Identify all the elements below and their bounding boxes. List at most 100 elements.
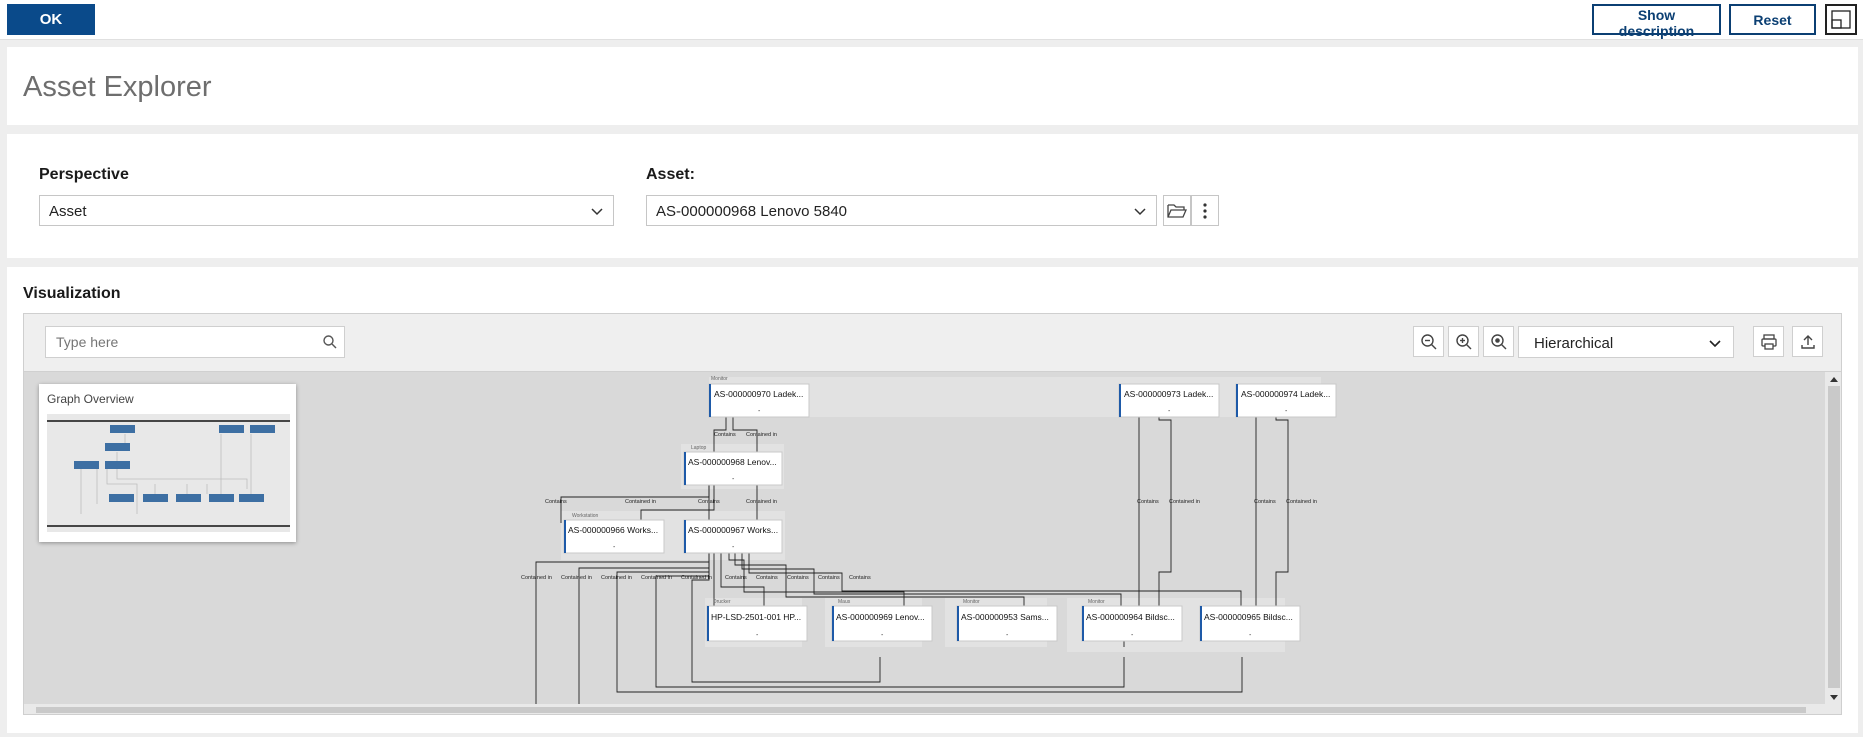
edge [748,550,1242,606]
graph-node[interactable]: AS-000000974 Ladek... - [1235,383,1337,418]
node-label: AS-000000967 Works... [688,525,778,535]
edge [578,550,710,704]
graph-canvas[interactable]: Contains Contained in Contains Contained… [24,372,1841,714]
search-icon[interactable] [322,334,338,350]
node-group-label: Maus [838,599,851,605]
visualization-label: Visualization [23,285,121,302]
scroll-up-icon[interactable] [1829,375,1839,383]
graph-node[interactable]: Monitor AS-000000953 Sams... - [956,599,1058,642]
perspective-label: Perspective [39,166,129,183]
node-group-label: Drucker [713,599,731,605]
page-title: Asset Explorer [23,71,212,103]
zoom-in-icon [1455,333,1471,349]
graph-search-input[interactable] [46,327,306,357]
edge-label-contains: Contains [787,575,809,581]
graph-overview[interactable]: Graph Overview [39,384,296,542]
perspective-value: Asset [49,203,87,220]
node-group-label: Workstation [572,513,599,519]
asset-value: AS-000000968 Lenovo 5840 [656,203,848,220]
horizontal-scrollbar[interactable] [24,704,1825,714]
edge-label-contained-in: Contained in [521,575,552,581]
visualization-toolbar: Hierarchical [24,314,1841,372]
edge-label-contained-in: Contained in [1286,499,1317,505]
edge-label-contained-in: Contained in [625,499,656,505]
layout-select[interactable]: Hierarchical [1518,326,1734,358]
asset-label: Asset: [646,166,695,183]
chevron-down-icon [1134,208,1146,216]
graph-node[interactable]: Drucker HP-LSD-2501-001 HP... - [706,599,808,642]
vertical-scroll-thumb[interactable] [1828,386,1840,688]
edge [640,482,715,520]
graph-node[interactable]: Workstation AS-000000966 Works... - [563,513,665,554]
node-value: - [756,632,759,639]
zoom-in-button[interactable] [1448,326,1479,357]
edge [732,412,758,452]
reset-button[interactable]: Reset [1729,4,1816,35]
edge-labels: Contains Contained in Contains Contained… [521,432,1317,581]
edge-label-contained-in: Contained in [641,575,672,581]
zoom-out-button[interactable] [1413,326,1444,357]
node-value: - [1285,408,1288,415]
node-value: - [1168,408,1171,415]
node-label: AS-000000965 Bildsc... [1204,612,1293,622]
show-description-button[interactable]: Show description [1592,4,1721,39]
print-button[interactable] [1753,326,1784,357]
node-label: HP-LSD-2501-001 HP... [711,612,801,622]
graph-node[interactable]: Maus AS-000000969 Lenov... - [831,599,933,642]
edge-label-contained-in: Contained in [561,575,592,581]
edge-label-contains: Contains [698,499,720,505]
node-value: - [1131,632,1134,639]
graph-node[interactable]: Monitor AS-000000970 Ladek... - [708,376,810,418]
graph-node[interactable]: AS-000000965 Bildsc... - [1199,605,1301,642]
panel-layout-icon [1831,10,1851,29]
vertical-scrollbar[interactable] [1825,372,1841,714]
edge-label-contains: Contains [1254,499,1276,505]
node-label: AS-000000970 Ladek... [714,389,803,399]
layout-value: Hierarchical [1534,335,1614,352]
edge-label-contained-in: Contained in [1169,499,1200,505]
more-options-button[interactable] [1191,195,1219,226]
horizontal-scroll-thumb[interactable] [36,707,1806,713]
graph-node[interactable]: AS-000000973 Ladek... - [1118,383,1220,418]
edge-label-contains: Contains [818,575,840,581]
top-toolbar: OK Show description Reset [0,0,1863,40]
edge [691,550,881,683]
node-group-label: Monitor [711,376,728,382]
asset-select[interactable]: AS-000000968 Lenovo 5840 [646,195,1157,226]
node-group-label: Laptop [691,445,707,451]
perspective-select[interactable]: Asset [39,195,614,226]
edge-label-contained-in: Contained in [601,575,632,581]
node-value: - [1006,632,1009,639]
edge [1158,412,1172,606]
graph-svg: Contains Contained in Contains Contained… [521,376,1337,704]
edge [535,550,710,704]
edge-label-contains: Contains [1137,499,1159,505]
edge [741,550,1122,606]
browse-asset-button[interactable] [1163,195,1191,226]
ok-button[interactable]: OK [7,4,95,35]
visualization-frame: Hierarchical [23,313,1842,715]
node-value: - [732,476,735,483]
visualization-card: Visualization [7,267,1858,733]
chevron-down-icon [591,208,603,216]
edge [1275,412,1289,606]
zoom-fit-button[interactable] [1483,326,1514,357]
more-vertical-icon [1203,202,1207,219]
panel-toggle-button[interactable] [1825,4,1857,35]
graph-node[interactable]: Monitor AS-000000964 Bildsc... - [1081,599,1183,642]
node-group-label: Monitor [963,599,980,605]
node-value: - [1249,632,1252,639]
node-value: - [881,632,884,639]
graph-node[interactable]: Laptop AS-000000968 Lenov... - [683,445,783,486]
edge [734,550,1025,606]
scroll-down-icon[interactable] [1829,694,1839,702]
filter-card: Perspective Asset Asset: AS-000000968 Le… [7,134,1858,258]
graph-node[interactable]: AS-000000967 Works... - [683,519,783,554]
export-button[interactable] [1792,326,1823,357]
graph-search [45,326,345,358]
overview-minimap [47,414,290,532]
node-group-label: Monitor [1088,599,1105,605]
upload-icon [1800,334,1815,349]
edge-label-contained-in: Contained in [746,432,777,438]
graph-overview-title: Graph Overview [47,392,134,406]
